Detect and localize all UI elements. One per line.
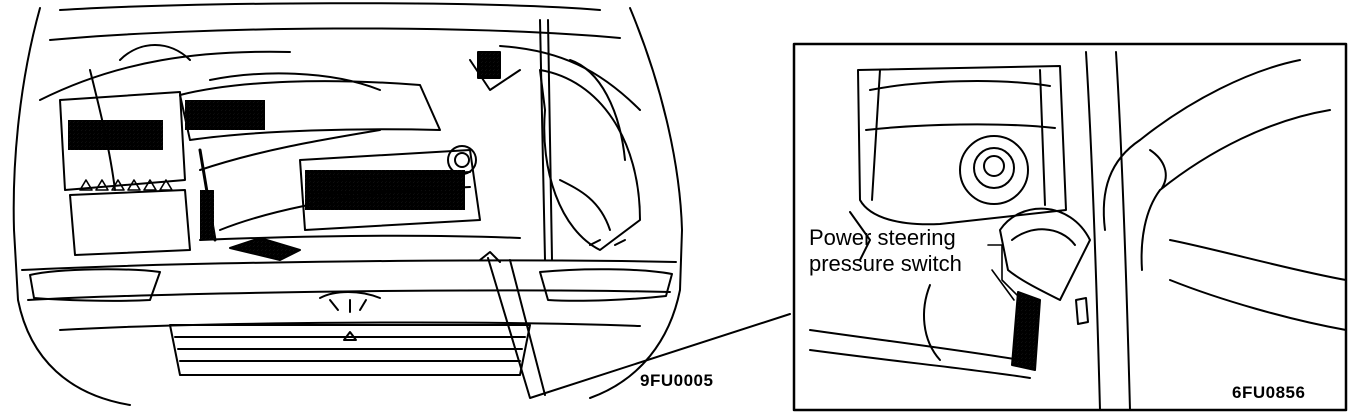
figure-code-right: 6FU0856: [1232, 383, 1306, 402]
callout-label-line2: pressure switch: [809, 251, 962, 276]
detail-inset: [792, 42, 1348, 412]
car-front-drawing: [12, 2, 683, 406]
leader-lines: [487, 257, 791, 399]
figure-code-left: 9FU0005: [640, 371, 714, 390]
callout-label-line1: Power steering: [809, 225, 956, 250]
